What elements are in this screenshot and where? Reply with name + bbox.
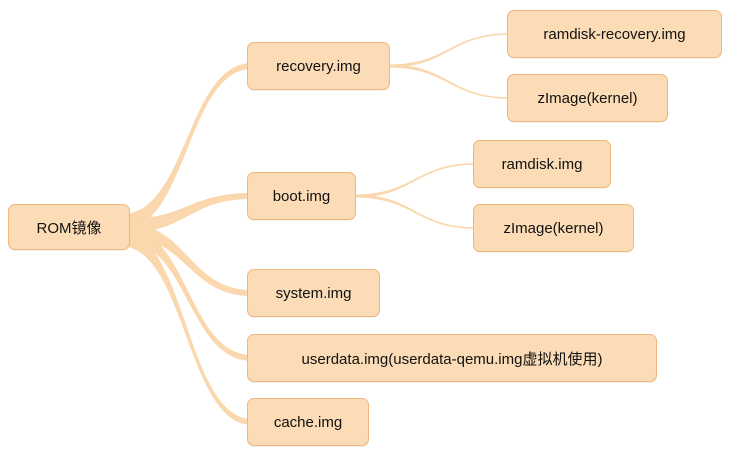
node-boot-zimage-kernel[interactable]: zImage(kernel) — [473, 204, 634, 252]
node-userdata-img[interactable]: userdata.img(userdata-qemu.img虚拟机使用) — [247, 334, 657, 382]
branch-boot-zimage — [354, 194, 476, 229]
node-recovery-img[interactable]: recovery.img — [247, 42, 390, 90]
branch-root-cache — [120, 230, 252, 425]
branch-root-boot — [124, 193, 252, 233]
branch-recovery-zimage — [388, 64, 510, 99]
node-recovery-zimage-kernel[interactable]: zImage(kernel) — [507, 74, 668, 122]
branch-root-userdata — [124, 227, 252, 361]
node-cache-img[interactable]: cache.img — [247, 398, 369, 446]
node-ramdisk-recovery-img[interactable]: ramdisk-recovery.img — [507, 10, 722, 58]
branch-root-recovery — [122, 63, 252, 230]
node-ramdisk-img[interactable]: ramdisk.img — [473, 140, 611, 188]
root-node-rom-image[interactable]: ROM镜像 — [8, 204, 130, 250]
branch-recovery-ramdisk — [388, 33, 510, 68]
node-boot-img[interactable]: boot.img — [247, 172, 356, 220]
node-system-img[interactable]: system.img — [247, 269, 380, 317]
branch-boot-ramdisk — [354, 163, 476, 198]
